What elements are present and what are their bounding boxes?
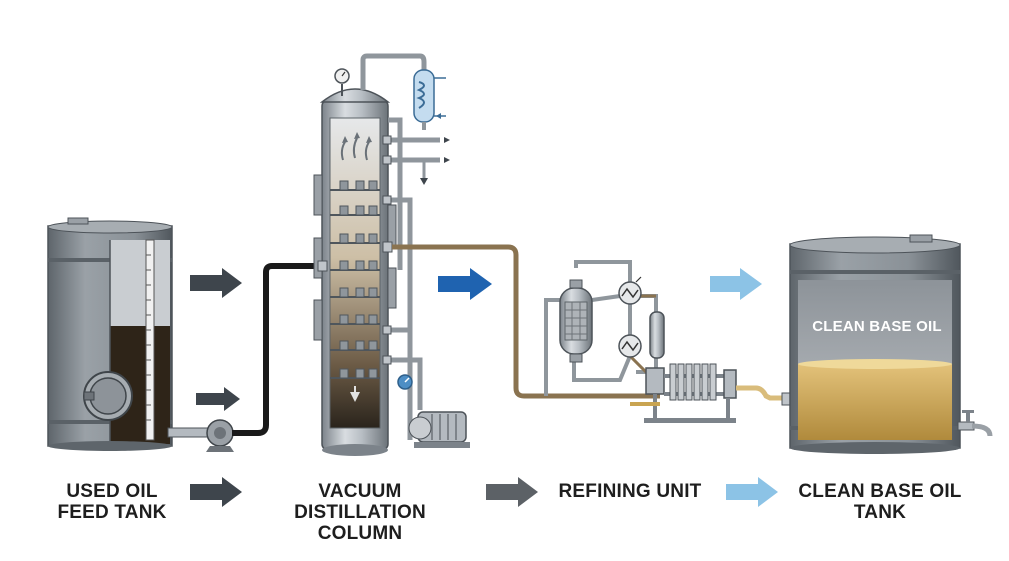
stage-label-line: FEED TANK xyxy=(57,502,167,523)
stage-label-clean-tank: CLEAN BASE OIL TANK xyxy=(795,481,965,523)
flow-arrow-feed-2 xyxy=(196,387,240,411)
flow-arrow-refined xyxy=(710,268,762,300)
stage-label-line: COLUMN xyxy=(317,523,403,544)
label-arrow-3 xyxy=(726,477,778,507)
crude-feed-pipe xyxy=(232,263,322,436)
stage-label-feed-tank: USED OIL FEED TANK xyxy=(52,481,172,523)
stage-label-refining-unit: REFINING UNIT xyxy=(555,481,705,502)
label-arrow-2 xyxy=(486,477,538,507)
clean-oil-pipe xyxy=(736,385,790,401)
condenser-icon xyxy=(413,69,435,130)
heat-exchanger-icon xyxy=(618,334,642,358)
motor-icon xyxy=(408,411,470,448)
stage-label-distillation-column: VACUUM DISTILLATION COLUMN xyxy=(250,481,470,544)
overhead-piping xyxy=(360,53,440,440)
flow-arrow-feed-1 xyxy=(190,268,242,298)
vacuum-distillation-column xyxy=(313,88,397,456)
valve-icon xyxy=(397,374,413,390)
used-oil-feed-tank xyxy=(47,217,173,451)
reactor-vessel xyxy=(559,279,593,363)
tank-content-label: CLEAN BASE OIL xyxy=(812,318,942,335)
pressure-gauge-icon xyxy=(334,68,350,96)
stage-label-line: REFINING UNIT xyxy=(558,481,702,502)
faucet-icon xyxy=(957,410,993,437)
stage-label-line: CLEAN BASE OIL xyxy=(798,481,962,502)
heat-exchanger-icon xyxy=(618,276,642,305)
refining-unit xyxy=(544,260,737,423)
stage-label-line: TANK xyxy=(853,502,907,523)
clean-base-oil-tank xyxy=(789,234,961,454)
distillate-pipe xyxy=(392,244,660,399)
pump-icon xyxy=(206,419,234,452)
manway-hatch xyxy=(83,371,133,421)
label-arrow-1 xyxy=(190,477,242,507)
separator-column xyxy=(649,311,665,359)
flow-arrow-distillate xyxy=(438,268,492,300)
stage-label-line: VACUUM DISTILLATION xyxy=(294,481,426,523)
filter-press-icon xyxy=(644,363,737,423)
feed-pump-assembly xyxy=(167,419,234,452)
stage-label-line: USED OIL xyxy=(66,481,158,502)
